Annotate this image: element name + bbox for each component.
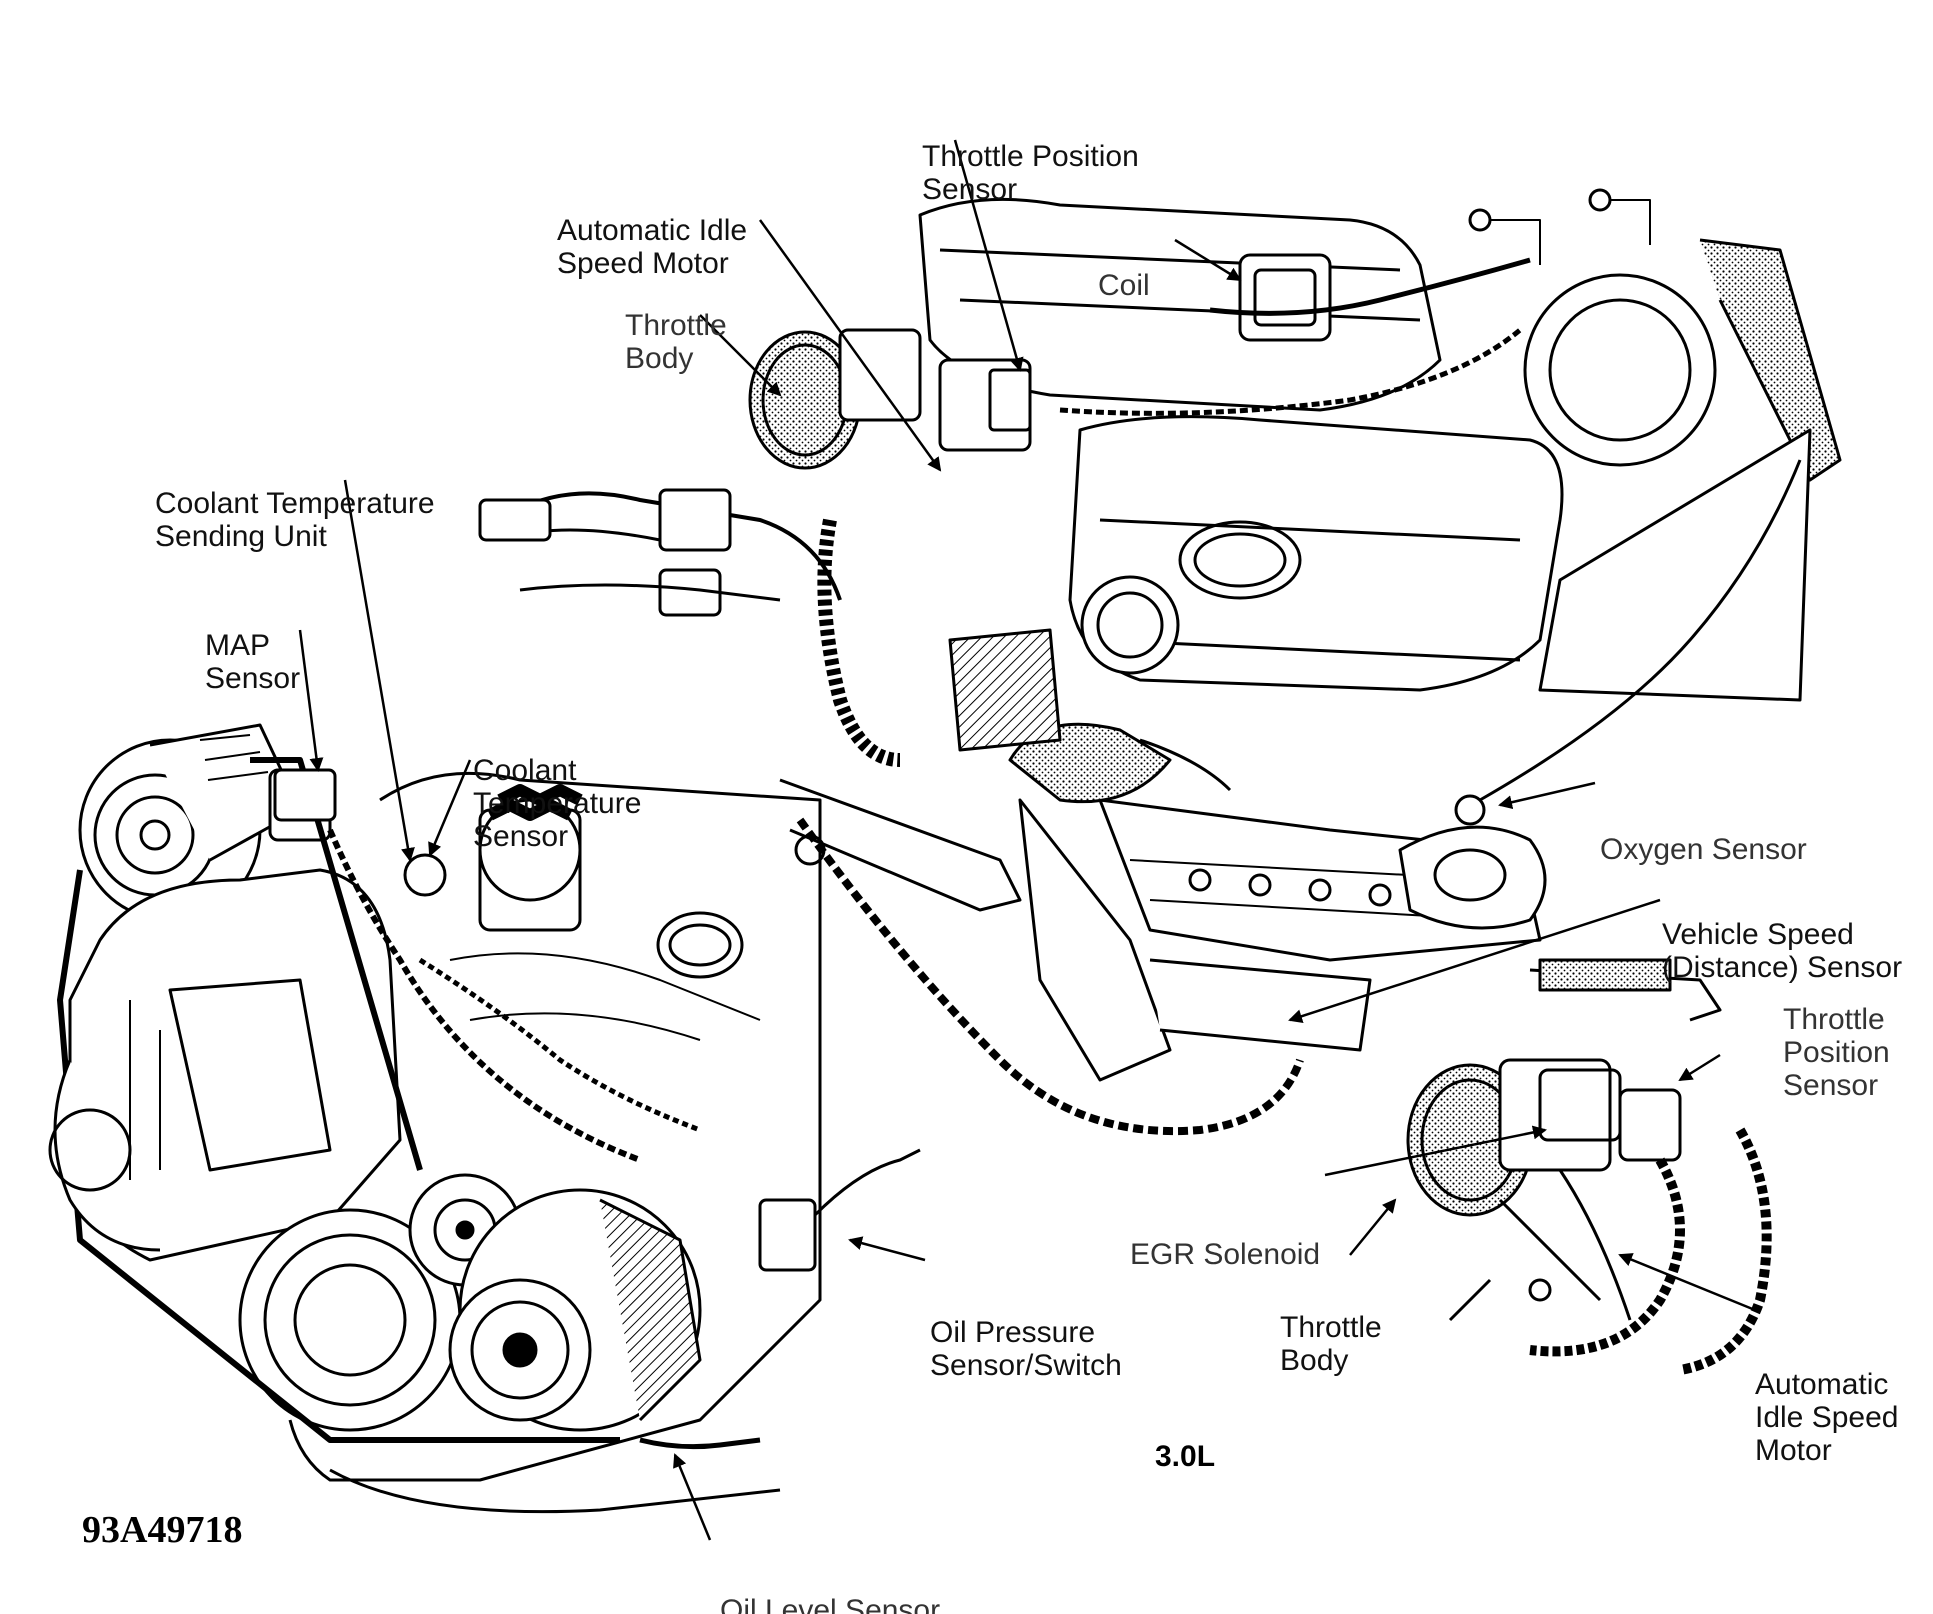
throttle-body-inset <box>1406 958 1772 1375</box>
vehicle-speed-sensor-label: Vehicle Speed(Distance) Sensor <box>1662 918 1903 984</box>
oil-level-sensor-label: Oil Level Sensor <box>720 1594 941 1614</box>
figure-reference-number: 93A49718 <box>82 1509 243 1551</box>
front-engine-assembly <box>48 723 921 1514</box>
engine-size-label: 3.0L <box>1155 1440 1216 1473</box>
leader-lines <box>298 139 1756 1541</box>
egr-solenoid-label: EGR Solenoid <box>1130 1238 1321 1271</box>
coil-label: Coil <box>1098 269 1150 302</box>
oxygen-sensor-label: Oxygen Sensor <box>1600 833 1807 866</box>
upper-engine-assembly <box>478 188 1842 1136</box>
